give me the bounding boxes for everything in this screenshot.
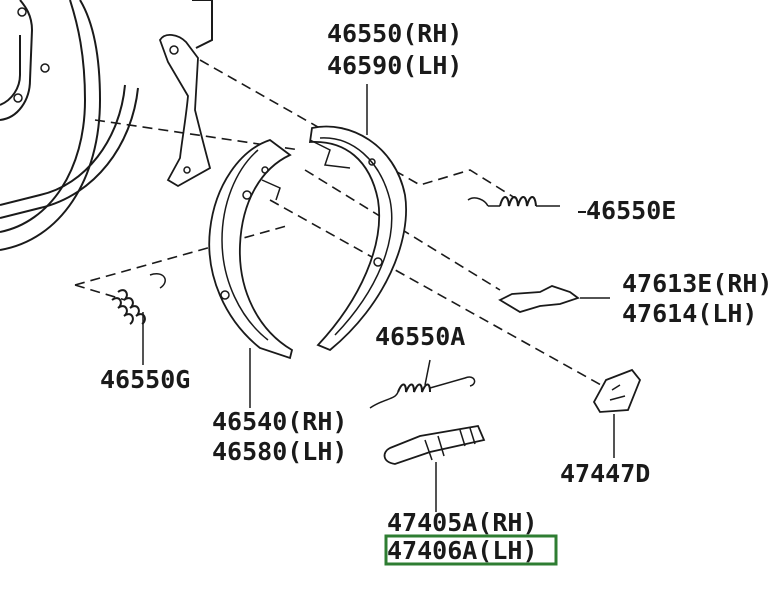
part-labels: 46550(RH) 46590(LH) 46550E 47613E(RH) 47… — [100, 19, 773, 565]
label-46550E: 46550E — [586, 196, 676, 225]
backing-plate — [0, 0, 139, 251]
assembly-lines — [74, 59, 611, 391]
label-46580-lh: 46580(LH) — [212, 437, 347, 466]
parking-brake-lever — [159, 34, 212, 188]
label-47405A-rh: 47405A(RH) — [387, 508, 538, 537]
strut-47613E — [498, 285, 610, 313]
plate-bracket — [192, 0, 213, 49]
label-46550G: 46550G — [100, 365, 190, 394]
highlight-box — [384, 534, 558, 566]
leader-lines — [249, 84, 368, 408]
plate-47447D — [592, 368, 642, 458]
spring-46550G — [111, 273, 166, 365]
label-47406A-lh: 47406A(LH) — [387, 536, 538, 565]
adjuster-47405A — [383, 424, 486, 512]
brake-shoe-front — [308, 125, 407, 352]
label-47447D: 47447D — [560, 459, 650, 488]
label-47614-lh: 47614(LH) — [622, 299, 757, 328]
spring-46550E — [467, 196, 586, 213]
brake-shoe-rear — [208, 138, 294, 360]
label-46550-rh: 46550(RH) — [327, 19, 462, 48]
label-46540-rh: 46540(RH) — [212, 407, 347, 436]
label-47613E-rh: 47613E(RH) — [622, 269, 773, 298]
label-46590-lh: 46590(LH) — [327, 51, 462, 80]
spring-46550A — [369, 359, 476, 409]
label-46550A: 46550A — [375, 322, 465, 351]
